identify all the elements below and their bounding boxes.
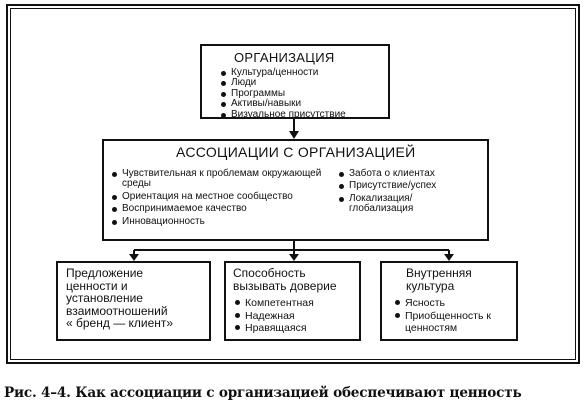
title-line: взаимоотношений [66,303,168,318]
credibility-box: Способность вызывать доверие Компетентна… [224,261,361,341]
title-line: установление [66,291,143,305]
list-item: Компетентная [234,297,314,310]
list-item: Ясность [394,297,517,310]
arrowhead-to-right [444,254,454,261]
list-item: Программы [220,88,346,99]
credibility-list: Компетентная Надежная Нравящаяся [234,297,314,335]
internal-culture-list: Ясность Приобщенность к ценностям [394,297,517,335]
arrowhead-to-center [289,254,299,261]
associations-box: АССОЦИАЦИИ С ОРГАНИЗАЦИЕЙ Чувствительная… [102,139,489,241]
title-line: Способность [233,266,306,280]
organization-box: ОРГАНИЗАЦИЯ Культура/ценности Люди Прогр… [200,44,390,120]
list-item: Локализация/ глобализация [338,193,478,215]
list-item: Забота о клиентах [338,168,478,179]
internal-culture-title: Внутренняя культура [406,267,472,292]
title-line: культура [406,278,455,293]
title-line: « бренд — клиент» [66,316,174,330]
organization-list: Культура/ценности Люди Программы Активы/… [220,67,346,120]
title-line: Предложение [66,266,144,280]
value-proposition-box: Предложение ценности и установление взаи… [56,261,211,341]
arrowhead-top-to-middle [289,131,299,139]
list-item: Активы/навыки [220,98,346,109]
title-line: ценности и [66,278,128,293]
figure-caption: Рис. 4–4. Как ассоциации с организацией … [4,385,522,401]
list-item: Нравящаяся [234,322,314,335]
list-item: Воспринимаемое качество [111,203,329,214]
arrowhead-to-left [129,254,139,261]
list-item: Люди [220,77,346,88]
inner-frame [10,8,576,360]
value-proposition-title: Предложение ценности и установление взаи… [66,267,173,330]
organization-title: ОРГАНИЗАЦИЯ [234,50,335,65]
list-item: Чувствительная к проблемам окружающей ср… [111,168,329,190]
list-item: Визуальное присутствие [220,109,346,120]
associations-right-list: Забота о клиентах Присутствие/успех Лока… [338,168,478,217]
title-line: Внутренняя [406,266,472,280]
associations-title: АССОЦИАЦИИ С ОРГАНИЗАЦИЕЙ [176,144,416,160]
outer-frame [6,4,580,364]
list-item: Надежная [234,310,314,323]
credibility-title: Способность вызывать доверие [233,267,337,292]
title-line: вызывать доверие [233,278,337,293]
internal-culture-box: Внутренняя культура Ясность Приобщенност… [380,261,518,341]
list-item: Приобщенность к ценностям [394,310,517,335]
list-item: Культура/ценности [220,67,346,78]
associations-left-list: Чувствительная к проблемам окружающей ср… [111,168,329,229]
list-item: Ориентация на местное сообщество [111,191,329,202]
list-item: Инновационность [111,216,329,227]
list-item: Присутствие/успех [338,180,478,191]
